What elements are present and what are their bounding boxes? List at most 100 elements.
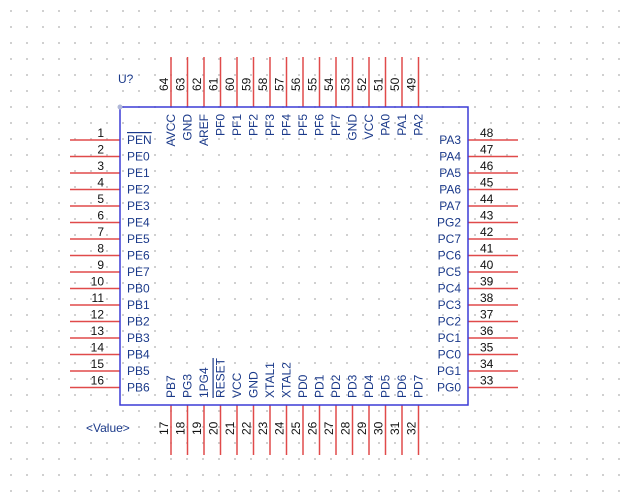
pin-36[interactable]: 36 xyxy=(468,324,518,339)
pin-64[interactable]: 64 xyxy=(157,57,172,107)
pin-number: 10 xyxy=(91,275,105,289)
pin-51[interactable]: 51 xyxy=(372,57,387,107)
pin-4[interactable]: 4 xyxy=(70,176,120,191)
pin-name: GND xyxy=(247,371,261,398)
pin-22[interactable]: 22 xyxy=(240,405,255,455)
pin-12[interactable]: 12 xyxy=(70,308,120,323)
pin-15[interactable]: 15 xyxy=(70,357,120,372)
pin-25[interactable]: 25 xyxy=(289,405,304,455)
pin-number: 49 xyxy=(405,77,419,91)
pin-23[interactable]: 23 xyxy=(256,405,271,455)
pin-name: PG3 xyxy=(181,374,195,398)
pin-41[interactable]: 41 xyxy=(468,242,518,257)
pin-9[interactable]: 9 xyxy=(70,258,120,273)
pin-8[interactable]: 8 xyxy=(70,242,120,257)
pin-2[interactable]: 2 xyxy=(70,143,120,158)
pin-60[interactable]: 60 xyxy=(223,57,238,107)
pin-49[interactable]: 49 xyxy=(405,57,420,107)
pin-54[interactable]: 54 xyxy=(322,57,337,107)
pin-name: PE3 xyxy=(127,199,150,213)
pin-name: PA5 xyxy=(439,166,461,180)
pin-53[interactable]: 53 xyxy=(339,57,354,107)
pin-24[interactable]: 24 xyxy=(273,405,288,455)
pin-33[interactable]: 33 xyxy=(468,374,518,389)
pin-number: 20 xyxy=(207,421,221,435)
pin-number: 3 xyxy=(97,159,104,173)
pin-55[interactable]: 55 xyxy=(306,57,321,107)
pin-name: PD5 xyxy=(379,374,393,398)
pin-61[interactable]: 61 xyxy=(207,57,222,107)
pin-21[interactable]: 21 xyxy=(223,405,238,455)
pin-43[interactable]: 43 xyxy=(468,209,518,224)
pin-37[interactable]: 37 xyxy=(468,308,518,323)
pin-number: 15 xyxy=(91,357,105,371)
pin-50[interactable]: 50 xyxy=(388,57,403,107)
pin-name: PF7 xyxy=(329,114,343,136)
pin-34[interactable]: 34 xyxy=(468,357,518,372)
pin-18[interactable]: 18 xyxy=(174,405,189,455)
pin-28[interactable]: 28 xyxy=(339,405,354,455)
pin-32[interactable]: 32 xyxy=(405,405,420,455)
pin-56[interactable]: 56 xyxy=(289,57,304,107)
pin-11[interactable]: 11 xyxy=(70,291,120,306)
pin-name: PF6 xyxy=(313,114,327,136)
pin-35[interactable]: 35 xyxy=(468,341,518,356)
pin-6[interactable]: 6 xyxy=(70,209,120,224)
pin-name: XTAL1 xyxy=(263,362,277,398)
pin-38[interactable]: 38 xyxy=(468,291,518,306)
pin-name: PD7 xyxy=(412,374,426,398)
pin-57[interactable]: 57 xyxy=(273,57,288,107)
pin-number: 28 xyxy=(339,421,353,435)
pin-name: PA2 xyxy=(412,114,426,136)
pin-name: PF0 xyxy=(214,114,228,136)
designator-label[interactable]: U? xyxy=(118,72,134,86)
pin-name: PA6 xyxy=(439,183,461,197)
pin-name: PB0 xyxy=(127,282,150,296)
pin-number: 5 xyxy=(97,192,104,206)
pin-name: PC5 xyxy=(438,265,462,279)
pin-7[interactable]: 7 xyxy=(70,225,120,240)
pin-name: PG2 xyxy=(437,216,461,230)
pin-31[interactable]: 31 xyxy=(388,405,403,455)
pin-42[interactable]: 42 xyxy=(468,225,518,240)
pin-63[interactable]: 63 xyxy=(174,57,189,107)
pin-19[interactable]: 19 xyxy=(190,405,205,455)
pin-1[interactable]: 1 xyxy=(70,126,120,141)
pin-52[interactable]: 52 xyxy=(355,57,370,107)
pin-14[interactable]: 14 xyxy=(70,341,120,356)
pin-name: PA4 xyxy=(439,150,461,164)
pin-name: PD3 xyxy=(346,374,360,398)
pin-48[interactable]: 48 xyxy=(468,126,518,141)
value-label[interactable]: <Value> xyxy=(86,421,130,435)
pin-45[interactable]: 45 xyxy=(468,176,518,191)
pin-number: 42 xyxy=(480,225,494,239)
pin-44[interactable]: 44 xyxy=(468,192,518,207)
pin-name: PC2 xyxy=(438,315,462,329)
pin-number: 39 xyxy=(480,275,494,289)
pin-name: PD1 xyxy=(313,374,327,398)
pin-39[interactable]: 39 xyxy=(468,275,518,290)
pin-29[interactable]: 29 xyxy=(355,405,370,455)
pin-name: PB5 xyxy=(127,364,150,378)
pin-62[interactable]: 62 xyxy=(190,57,205,107)
component-body[interactable] xyxy=(119,106,469,406)
pin-5[interactable]: 5 xyxy=(70,192,120,207)
pin-13[interactable]: 13 xyxy=(70,324,120,339)
pin-name: PA1 xyxy=(395,114,409,136)
pin-58[interactable]: 58 xyxy=(256,57,271,107)
pin-3[interactable]: 3 xyxy=(70,159,120,174)
pin-20[interactable]: 20 xyxy=(207,405,222,455)
pin-46[interactable]: 46 xyxy=(468,159,518,174)
pin-40[interactable]: 40 xyxy=(468,258,518,273)
pin-30[interactable]: 30 xyxy=(372,405,387,455)
pin-number: 37 xyxy=(480,308,494,322)
pin-47[interactable]: 47 xyxy=(468,143,518,158)
pin-16[interactable]: 16 xyxy=(70,374,120,389)
pin-26[interactable]: 26 xyxy=(306,405,321,455)
pin-59[interactable]: 59 xyxy=(240,57,255,107)
pin-27[interactable]: 27 xyxy=(322,405,337,455)
pin-10[interactable]: 10 xyxy=(70,275,120,290)
label-layer: PENPE0PE1PE2PE3PE4PE5PE6PE7PB0PB1PB2PB3P… xyxy=(127,114,461,398)
pin-17[interactable]: 17 xyxy=(157,405,172,455)
